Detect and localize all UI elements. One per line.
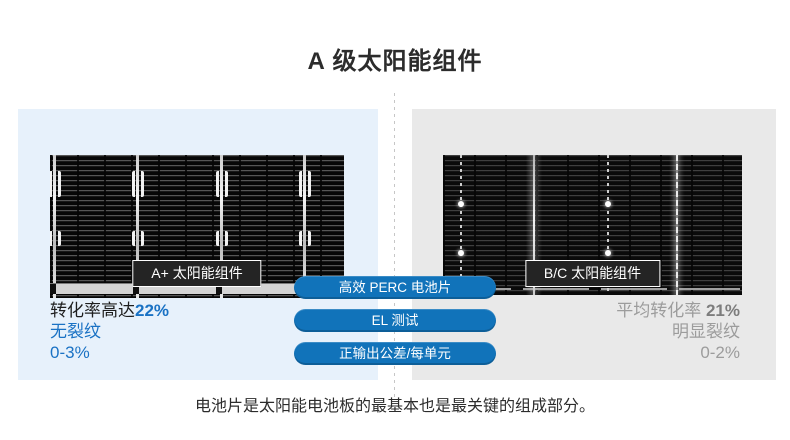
- conversion-rate-label: 转化率高达: [50, 301, 135, 320]
- el-image-a-plus-module: A+ 太阳能组件: [50, 155, 344, 298]
- conversion-rate-line: 转化率高达22%: [50, 300, 169, 321]
- busbar-ribbon: [303, 155, 306, 298]
- badge-a-plus-module: A+ 太阳能组件: [132, 260, 262, 287]
- busbar-clamp: [216, 231, 228, 246]
- solder-dot: [605, 201, 611, 207]
- perc-cell-button[interactable]: 高效 PERC 电池片: [294, 276, 496, 299]
- a-plus-stats: 转化率高达22% 无裂纹 0-3%: [50, 300, 169, 363]
- module-frame-edge: [445, 288, 740, 290]
- badge-bc-module: B/C 太阳能组件: [524, 260, 661, 287]
- busbar-ribbon: [136, 155, 139, 298]
- output-tolerance-button[interactable]: 正输出公差/每单元: [294, 342, 496, 365]
- solder-dot: [458, 201, 464, 207]
- busbar-clamp: [50, 231, 61, 246]
- page-title: A 级太阳能组件: [307, 48, 483, 75]
- conversion-rate-value: 21%: [705, 301, 740, 320]
- el-test-button[interactable]: EL 测试: [294, 309, 496, 332]
- busbar-clamp: [50, 171, 61, 197]
- busbar-clamp: [216, 171, 228, 197]
- bottom-caption: 电池片是太阳能电池板的最基本也是最关键的组成部分。: [194, 398, 595, 415]
- tolerance-line: 0-3%: [50, 343, 90, 362]
- crack-status-line: 明显裂纹: [672, 322, 740, 341]
- panel-a-plus-module: A+ 太阳能组件 转化率高达22% 无裂纹 0-3%: [18, 109, 378, 380]
- busbar-clamp: [132, 171, 144, 197]
- tolerance-line: 0-2%: [700, 343, 740, 362]
- conversion-rate-value: 22%: [135, 301, 170, 320]
- busbar-ribbon: [53, 155, 56, 298]
- crack-status-line: 无裂纹: [50, 322, 101, 341]
- busbar-clamp: [299, 171, 311, 197]
- solder-dot: [458, 250, 464, 256]
- solder-dot: [605, 250, 611, 256]
- conversion-rate-line: 平均转化率 21%: [616, 300, 740, 321]
- conversion-rate-label: 平均转化率: [616, 301, 706, 320]
- crack-line: [676, 155, 678, 295]
- busbar-clamp: [299, 231, 311, 246]
- cell-gap-line: [533, 155, 535, 295]
- bc-stats: 平均转化率 21% 明显裂纹 0-2%: [616, 300, 740, 363]
- feature-buttons: 高效 PERC 电池片 EL 测试 正输出公差/每单元: [294, 276, 496, 365]
- el-image-bc-module: B/C 太阳能组件: [443, 155, 742, 295]
- busbar-ribbon: [220, 155, 223, 298]
- busbar-ribbon: [607, 155, 609, 295]
- busbar-ribbon: [460, 155, 462, 295]
- busbar-clamp: [132, 231, 144, 246]
- center-dashed-divider: [394, 93, 395, 397]
- panel-bc-module: B/C 太阳能组件 平均转化率 21% 明显裂纹 0-2%: [412, 109, 776, 380]
